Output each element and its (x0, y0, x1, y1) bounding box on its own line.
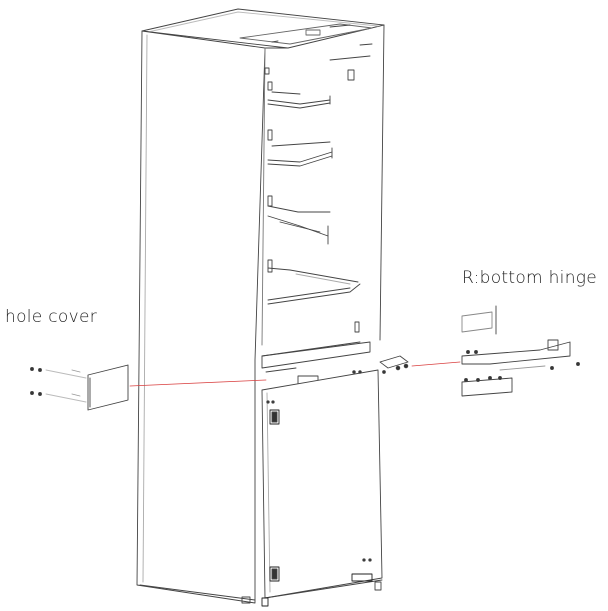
shelf-4 (267, 259, 361, 305)
hole-cover-callout (129, 379, 267, 387)
hole-cover-part (30, 364, 129, 411)
callout-lines (129, 361, 461, 387)
shelf-2 (267, 129, 333, 167)
bottom-hinge-part (379, 305, 580, 397)
shelf-1 (267, 81, 331, 109)
lower-door (261, 369, 383, 599)
cabinet-body (136, 8, 385, 604)
shelf-3 (267, 195, 331, 245)
bottom-hinge-label: R:bottom hinge (462, 268, 598, 288)
hole-cover-label: hole cover (5, 307, 98, 327)
cabinet-base (139, 573, 383, 607)
bottom-hinge-callout (411, 361, 461, 367)
divider (261, 321, 371, 393)
